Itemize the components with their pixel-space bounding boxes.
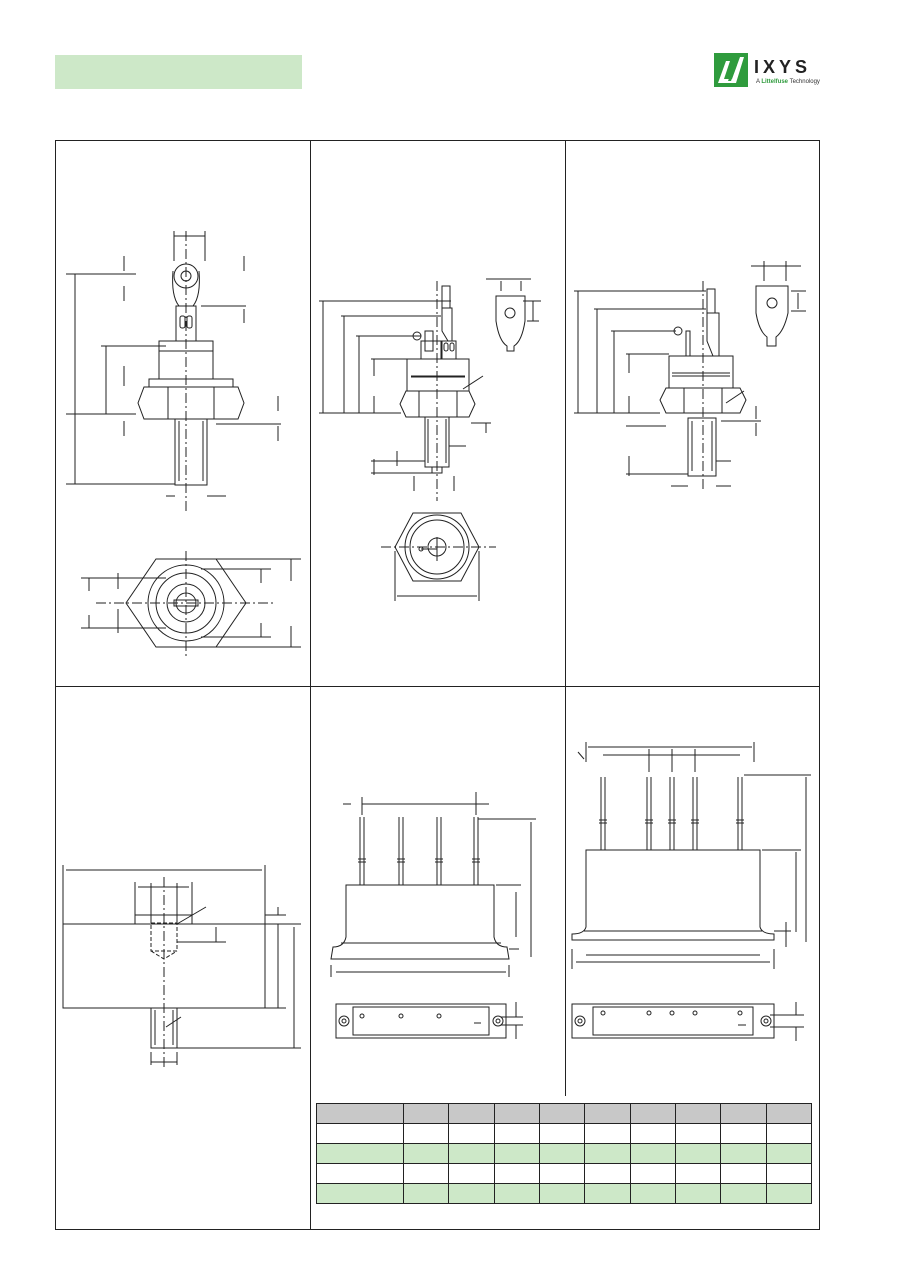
table-cell <box>402 1103 450 1124</box>
brand-tagline: A Littelfuse Technology <box>756 79 820 85</box>
table-cell <box>316 1183 404 1204</box>
table-cell <box>765 1143 813 1164</box>
drawing-disc-package <box>56 687 310 1230</box>
table-cell <box>538 1103 586 1124</box>
table-cell <box>316 1103 404 1124</box>
table-cell <box>720 1163 767 1184</box>
table-cell <box>538 1163 586 1184</box>
header-title-bar <box>55 55 302 89</box>
table-cell <box>493 1103 540 1124</box>
drawing-module-5-pin <box>566 687 820 1097</box>
table-cell <box>765 1103 813 1124</box>
table-cell <box>720 1123 767 1144</box>
table-cell <box>629 1163 676 1184</box>
frame-divider <box>565 686 566 1096</box>
table-cell <box>316 1143 404 1164</box>
table-cell <box>584 1143 631 1164</box>
frame-divider <box>310 140 311 1230</box>
ixys-logo-icon <box>714 53 748 87</box>
table-row <box>316 1123 813 1144</box>
table-row <box>316 1163 813 1184</box>
table-cell <box>584 1163 631 1184</box>
table-cell <box>448 1163 495 1184</box>
table-cell <box>493 1123 540 1144</box>
table-cell <box>629 1123 676 1144</box>
table-cell <box>674 1163 722 1184</box>
table-cell <box>629 1143 676 1164</box>
table-cell <box>402 1143 450 1164</box>
table-cell <box>538 1143 586 1164</box>
frame-divider <box>55 686 820 687</box>
table-cell <box>674 1183 722 1204</box>
table-cell <box>448 1123 495 1144</box>
table-cell <box>765 1123 813 1144</box>
table-cell <box>538 1123 586 1144</box>
table-cell <box>674 1123 722 1144</box>
drawing-stud-flag-terminal <box>311 141 565 686</box>
table-cell <box>720 1103 767 1124</box>
table-cell <box>629 1103 676 1124</box>
table-cell <box>493 1183 540 1204</box>
table-cell <box>584 1183 631 1204</box>
table-cell <box>674 1103 722 1124</box>
table-cell <box>402 1183 450 1204</box>
frame-divider <box>565 140 566 686</box>
drawing-module-4-pin <box>311 687 565 1097</box>
table-cell <box>402 1123 450 1144</box>
table-cell <box>402 1163 450 1184</box>
table-cell <box>720 1183 767 1204</box>
table-cell <box>584 1123 631 1144</box>
dimension-table <box>316 1103 813 1204</box>
brand-logo: IXYS A Littelfuse Technology <box>714 53 826 89</box>
table-cell <box>584 1103 631 1124</box>
table-cell <box>316 1163 404 1184</box>
drawing-stud-flag-terminal-large <box>566 141 820 686</box>
table-cell <box>316 1123 404 1144</box>
table-cell <box>765 1183 813 1204</box>
table-cell <box>720 1143 767 1164</box>
table-cell <box>448 1143 495 1164</box>
table-row <box>316 1143 813 1164</box>
table-cell <box>765 1163 813 1184</box>
table-cell <box>538 1183 586 1204</box>
table-cell <box>493 1163 540 1184</box>
table-cell <box>674 1143 722 1164</box>
table-row <box>316 1183 813 1204</box>
table-cell <box>448 1183 495 1204</box>
drawing-frame <box>55 140 820 1230</box>
table-cell <box>493 1143 540 1164</box>
table-cell <box>448 1103 495 1124</box>
table-row <box>316 1103 813 1124</box>
drawing-stud-eye-terminal <box>56 141 310 686</box>
brand-name: IXYS <box>754 57 812 77</box>
table-cell <box>629 1183 676 1204</box>
